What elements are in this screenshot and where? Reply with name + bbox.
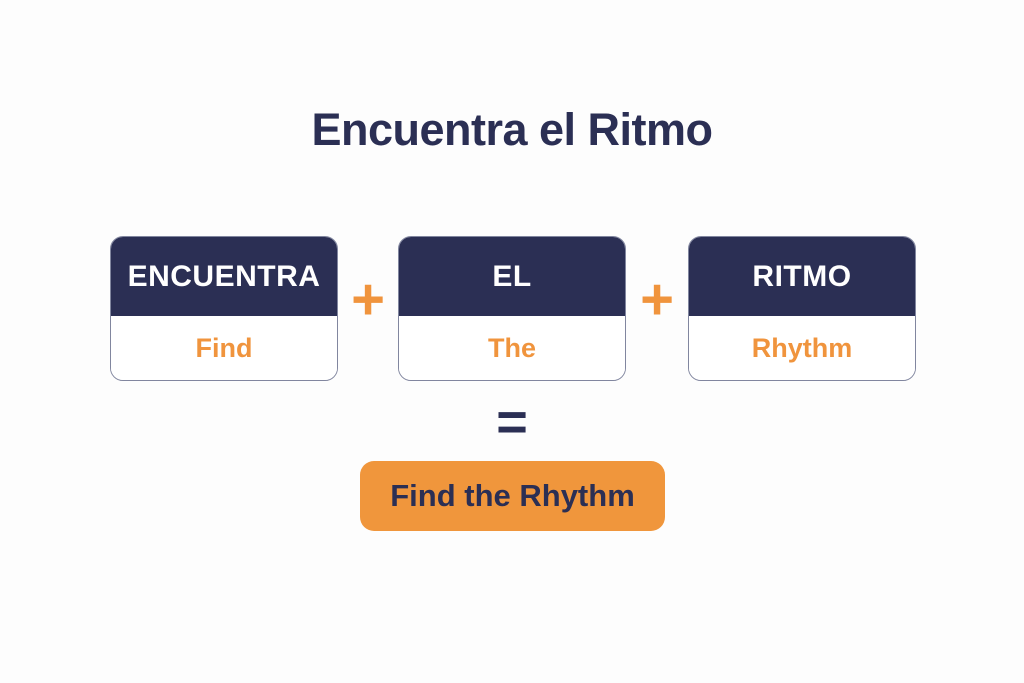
page-title: Encuentra el Ritmo xyxy=(311,104,713,155)
word-card-encuentra: ENCUENTRA Find xyxy=(110,236,338,381)
spanish-word: ENCUENTRA xyxy=(127,259,321,293)
word-card-translation: Find xyxy=(111,316,337,380)
spanish-word: RITMO xyxy=(752,259,852,293)
plus-icon: + xyxy=(640,267,674,332)
word-card-header: EL xyxy=(399,237,625,316)
word-card-header: RITMO xyxy=(689,237,915,316)
word-card-el: EL The xyxy=(398,236,626,381)
plus-icon: + xyxy=(351,267,385,332)
word-card-translation: Rhythm xyxy=(689,316,915,380)
word-card-header: ENCUENTRA xyxy=(111,237,337,316)
result-chip: Find the Rhythm xyxy=(360,461,665,531)
word-card-translation: The xyxy=(399,316,625,380)
spanish-word: EL xyxy=(492,259,532,293)
english-word: Rhythm xyxy=(751,332,853,363)
word-card-ritmo: RITMO Rhythm xyxy=(688,236,916,381)
english-word: Find xyxy=(195,332,253,363)
result-label: Find the Rhythm xyxy=(390,478,635,513)
equals-icon: = xyxy=(496,392,528,452)
english-word: The xyxy=(487,332,536,363)
